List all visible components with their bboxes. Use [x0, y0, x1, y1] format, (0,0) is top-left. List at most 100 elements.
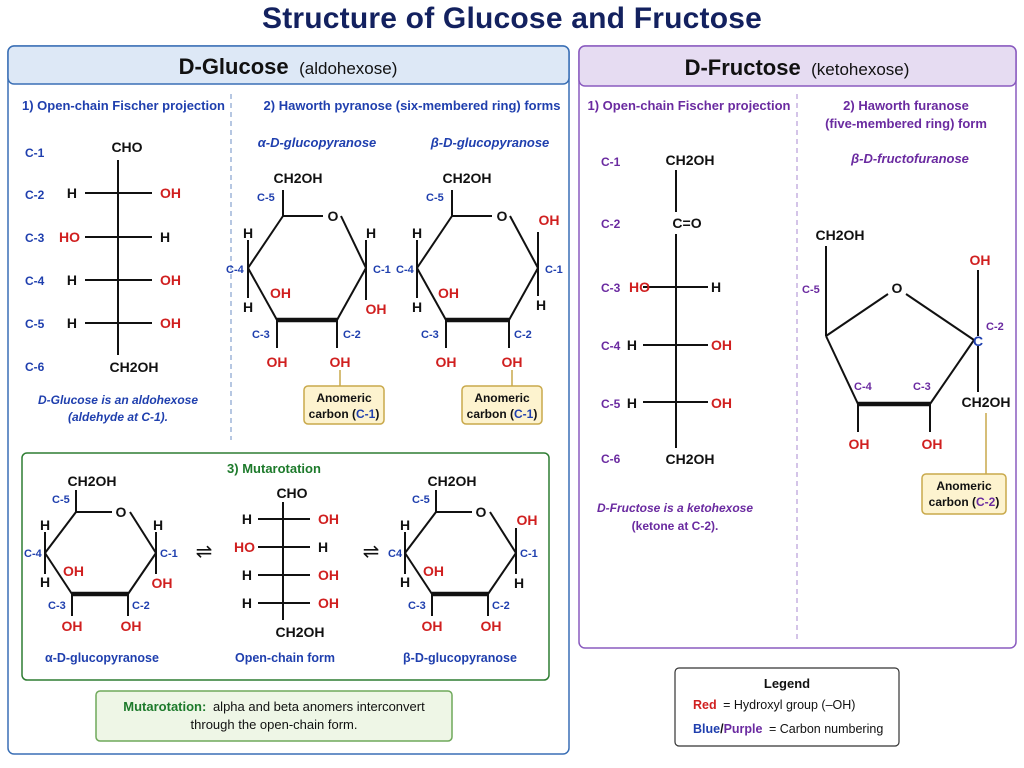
alpha-ring-oxygen: O [328, 208, 339, 224]
mut-beta-oxygen: O [476, 504, 487, 520]
mutarotation-open-chain: CHO H OH HO H H OH H OH CH2OH [234, 485, 339, 640]
beta-c1-label: C-1 [545, 264, 563, 276]
alpha-anomeric-box [303, 385, 385, 425]
alpha-c3-label: C-3 [252, 329, 270, 341]
mut-open-r3-right: OH [318, 567, 339, 583]
beta-c3-label: C-3 [421, 329, 439, 341]
mut-open-r4-right: OH [318, 595, 339, 611]
legend-blue-row: Blue/Purple = Carbon numbering [693, 722, 883, 736]
mutarotation-note-line2: through the open-chain form. [191, 717, 358, 732]
fructose-anomeric-line1: Anomeric [936, 479, 992, 493]
glucose-c3-right: H [160, 229, 170, 245]
fructose-c5-label: C-5 [601, 397, 621, 411]
fructose-c4-left: H [627, 337, 637, 353]
fructo-c3-label: C-3 [913, 381, 931, 393]
alpha-ch2oh: CH2OH [273, 170, 322, 186]
mut-open-r3-left: H [242, 567, 252, 583]
glucose-c5-right: OH [160, 315, 181, 331]
glucose-ch2oh: CH2OH [109, 359, 158, 375]
fructose-haworth-heading-1: 2) Haworth furanose [843, 98, 969, 113]
fructose-haworth-heading-2: (five-membered ring) form [825, 116, 987, 131]
legend: Legend Red = Hydroxyl group (–OH) Blue/P… [674, 667, 900, 747]
fructose-c4-label: C-4 [601, 339, 621, 353]
mut-open-r2-right: H [318, 539, 328, 555]
fructose-c1-label: C-1 [601, 155, 621, 169]
alpha-glucopyranose-title: α-D-glucopyranose [258, 135, 377, 150]
fructose-carbonyl: C=O [672, 215, 701, 231]
glucose-c3-label: C-3 [25, 231, 45, 245]
glucose-c2-right: OH [160, 185, 181, 201]
fructose-note-line2: (ketone at C-2). [632, 519, 719, 533]
fructose-note-line1: D-Fructose is a ketohexose [597, 501, 753, 515]
alpha-c2-label: C-2 [343, 329, 361, 341]
mut-alpha-c1: C-1 [160, 548, 178, 560]
beta-anomeric-box [461, 385, 543, 425]
beta-c3-oh-top: OH [438, 285, 459, 301]
mut-beta-c1-h: H [514, 575, 524, 591]
glucose-panel-header [7, 45, 570, 85]
fructo-c1-ch2oh: CH2OH [961, 394, 1010, 410]
legend-title: Legend [764, 676, 810, 691]
beta-c2-oh: OH [502, 354, 523, 370]
beta-c1-h: H [536, 297, 546, 313]
mut-alpha-caption: α-D-glucopyranose [45, 651, 159, 665]
beta-c4-h-lower: H [412, 299, 422, 315]
mut-alpha-c1-oh: OH [152, 575, 173, 591]
equilibrium-arrow-left: ⇌ [196, 541, 213, 563]
beta-c2-label: C-2 [514, 329, 532, 341]
mut-beta-c3-oh: OH [422, 618, 443, 634]
glucose-c5-label: C-5 [25, 317, 45, 331]
fructose-c5-right: OH [711, 395, 732, 411]
beta-ring-oxygen: O [497, 208, 508, 224]
alpha-c5-label: C-5 [257, 192, 275, 204]
mut-beta-ch2oh: CH2OH [427, 473, 476, 489]
glucose-fischer-heading: 1) Open-chain Fischer projection [22, 98, 225, 113]
page-title: Structure of Glucose and Fructose [261, 2, 763, 35]
mut-beta-caption: β-D-glucopyranose [403, 651, 517, 665]
mut-alpha-c4-h: H [40, 517, 50, 533]
mut-beta-c2: C-2 [492, 600, 510, 612]
fructose-c5-left: H [627, 395, 637, 411]
mutarotation-heading: 3) Mutarotation [227, 461, 321, 476]
fructo-c2-oh: OH [970, 252, 991, 268]
alpha-c3-oh-top: OH [270, 285, 291, 301]
mut-alpha-c4: C-4 [24, 548, 43, 560]
mut-alpha-oxygen: O [116, 504, 127, 520]
glucose-c5-left: H [67, 315, 77, 331]
fructose-c2-label: C-2 [601, 217, 621, 231]
glucose-haworth-heading: 2) Haworth pyranose (six-membered ring) … [264, 98, 561, 113]
mut-open-r1-right: OH [318, 511, 339, 527]
glucose-c4-left: H [67, 272, 77, 288]
mut-alpha-c3-oh-top: OH [63, 563, 84, 579]
beta-c1-oh: OH [539, 212, 560, 228]
mutarotation-note-line1: Mutarotation: alpha and beta anomers int… [123, 699, 425, 714]
mut-beta-c4-h2: H [400, 574, 410, 590]
mutarotation-panel: 3) Mutarotation CH2OH O C-5 C-4 [21, 452, 550, 681]
mut-open-ch2oh: CH2OH [275, 624, 324, 640]
fructose-anomeric-line2: carbon (C-2) [929, 495, 1000, 509]
legend-red-row: Red = Hydroxyl group (–OH) [693, 698, 855, 712]
alpha-haworth-ring: CH2OH O C-5 C-4 C-1 C-3 C-2 H H OH H OH … [226, 170, 391, 425]
mut-open-r2-left: HO [234, 539, 255, 555]
glucose-c4-right: OH [160, 272, 181, 288]
fructo-c4-label: C-4 [854, 381, 873, 393]
fructose-fischer-heading: 1) Open-chain Fischer projection [588, 98, 791, 113]
fructo-c3-oh: OH [922, 436, 943, 452]
mut-open-r1-left: H [242, 511, 252, 527]
mutarotation-note-box [95, 690, 453, 742]
glucose-c2-left: H [67, 185, 77, 201]
mut-alpha-ch2oh: CH2OH [67, 473, 116, 489]
mut-open-caption: Open-chain form [235, 651, 335, 665]
beta-glucopyranose-title: β-D-glucopyranose [430, 135, 550, 150]
fructo-c2-label: C-2 [986, 321, 1004, 333]
mut-alpha-c2-oh: OH [121, 618, 142, 634]
mut-beta-c1: C-1 [520, 548, 538, 560]
fructose-fischer-projection: C-1 C-2 C-3 C-4 C-5 C-6 CH2OH C=O HO H H… [597, 152, 753, 533]
mut-alpha-c2: C-2 [132, 600, 150, 612]
fructo-ring-oxygen: O [892, 280, 903, 296]
mut-alpha-c3-oh: OH [62, 618, 83, 634]
fructose-top-ch2oh: CH2OH [665, 152, 714, 168]
glucose-panel-title: D-Glucose (aldohexose) [179, 54, 398, 79]
fructose-panel-header [578, 45, 1017, 87]
alpha-c3-oh: OH [267, 354, 288, 370]
